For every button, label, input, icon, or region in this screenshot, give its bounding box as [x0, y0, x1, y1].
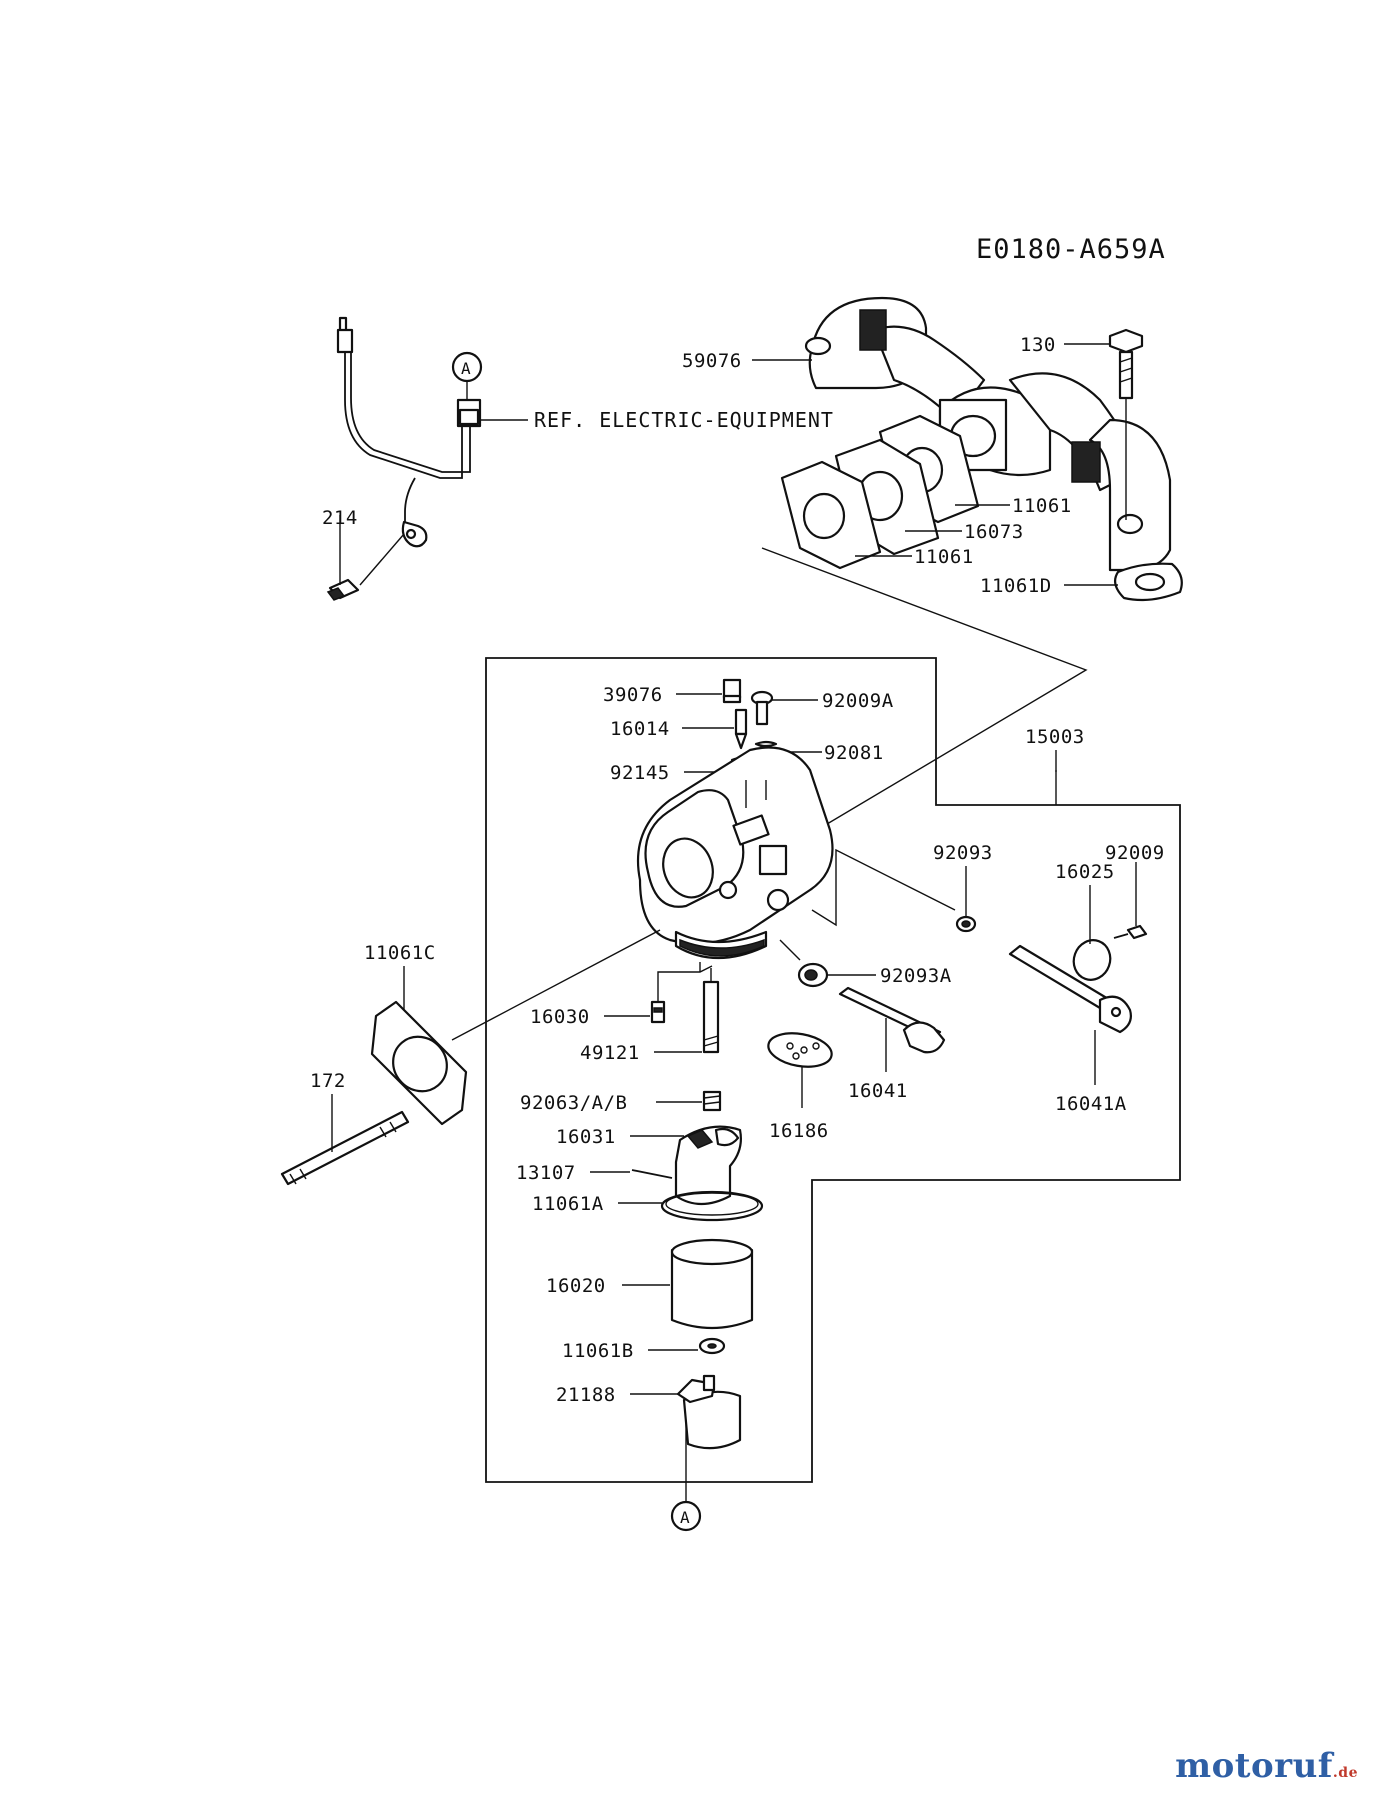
wire-harness — [336, 316, 482, 586]
label-92145: 92145 — [610, 762, 670, 784]
label-92063: 92063/A/B — [520, 1092, 627, 1114]
label-11061-top: 11061 — [1012, 495, 1072, 517]
label-16020: 16020 — [546, 1275, 606, 1297]
label-16025: 16025 — [1055, 861, 1115, 883]
gasket-11061-bottom — [780, 460, 882, 570]
connector-a-top: A — [451, 351, 483, 400]
assembly-frame — [485, 657, 1181, 1483]
connector-a-top-label: A — [461, 359, 471, 378]
plate-16025 — [1072, 939, 1112, 981]
connector-a-bottom-label: A — [680, 1508, 690, 1527]
label-130: 130 — [1020, 334, 1056, 356]
assembly-line-manifold — [761, 547, 1088, 853]
tube-49121 — [702, 980, 720, 1054]
plate-16186 — [767, 1032, 833, 1068]
shaft-16041 — [838, 986, 946, 1054]
gasket-11061C — [370, 1000, 468, 1126]
diagram-code: E0180-A659A — [976, 234, 1166, 265]
label-11061C: 11061C — [364, 942, 436, 964]
screw-92009A — [750, 690, 774, 726]
gasket-11061D — [1113, 562, 1183, 602]
bolt-130 — [1108, 328, 1144, 520]
label-92009: 92009 — [1105, 842, 1165, 864]
solenoid-21188 — [676, 1374, 742, 1450]
intake-manifold-59076 — [804, 296, 1172, 572]
label-11061D: 11061D — [980, 575, 1052, 597]
ring-11061A — [660, 1190, 764, 1222]
label-49121: 49121 — [580, 1042, 640, 1064]
label-15003: 15003 — [1025, 726, 1085, 748]
assembly-line-choke — [811, 848, 956, 927]
watermark-suffix: .de — [1332, 1765, 1358, 1781]
jet-16030 — [650, 1000, 666, 1024]
label-92009A: 92009A — [822, 690, 894, 712]
label-92093A: 92093A — [880, 965, 952, 987]
needle-16014 — [734, 708, 748, 750]
assembly-line-bowl — [779, 939, 801, 961]
label-11061B: 11061B — [562, 1340, 634, 1362]
label-59076: 59076 — [682, 350, 742, 372]
stud-172 — [280, 1110, 410, 1186]
seal-92093 — [955, 915, 977, 933]
float-16031 — [674, 1125, 742, 1206]
screw-214 — [326, 515, 360, 601]
assembly-line-gasket-c — [451, 929, 661, 1041]
connector-a-bottom: A — [670, 1500, 702, 1532]
label-92081: 92081 — [824, 742, 884, 764]
label-16041: 16041 — [848, 1080, 908, 1102]
label-21188: 21188 — [556, 1384, 616, 1406]
label-39076: 39076 — [603, 684, 663, 706]
seal-92093A — [797, 962, 829, 988]
label-16014: 16014 — [610, 718, 670, 740]
label-13107: 13107 — [516, 1162, 576, 1184]
cap-39076 — [722, 678, 742, 704]
label-16073: 16073 — [964, 521, 1024, 543]
label-16031: 16031 — [556, 1126, 616, 1148]
label-92093: 92093 — [933, 842, 993, 864]
label-16030: 16030 — [530, 1006, 590, 1028]
screw-92009 — [1113, 924, 1148, 940]
jet-92063 — [702, 1090, 722, 1112]
label-11061A: 11061A — [532, 1193, 604, 1215]
watermark-logo: motoruf.de — [1175, 1746, 1358, 1786]
label-172: 172 — [310, 1070, 346, 1092]
label-214: 214 — [322, 507, 358, 529]
washer-11061B — [698, 1337, 726, 1355]
carburetor-body — [636, 746, 834, 960]
label-16041A: 16041A — [1055, 1093, 1127, 1115]
label-11061-bottom: 11061 — [914, 546, 974, 568]
bowl-16020 — [670, 1238, 754, 1330]
ref-note: REF. ELECTRIC-EQUIPMENT — [534, 408, 834, 432]
label-16186: 16186 — [769, 1120, 829, 1142]
watermark-name: motoruf — [1175, 1746, 1333, 1786]
pin-13107 — [631, 1169, 673, 1179]
shaft-16041A — [1008, 944, 1132, 1034]
